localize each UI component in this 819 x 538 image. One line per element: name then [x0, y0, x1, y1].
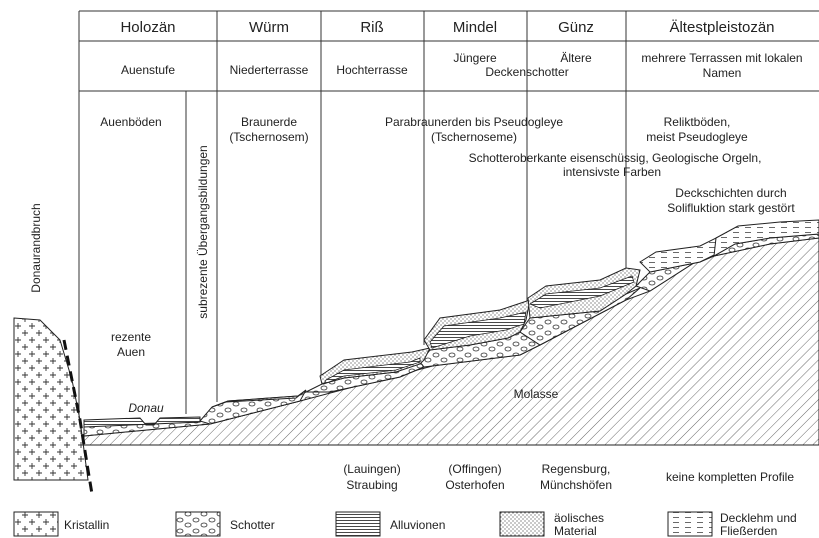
period-mindel: Mindel [453, 19, 497, 36]
soil-auenboeden: Auenböden [100, 115, 161, 129]
alluvionen-riss [323, 357, 421, 385]
terrace-mehrere-1: mehrere Terrassen mit lokalen [641, 51, 802, 65]
period-aeltestpleistozaen: Ältestpleistozän [669, 19, 774, 36]
note-schotteroberkante-2: intensivste Farben [563, 165, 661, 179]
legend-label-schotter: Schotter [230, 518, 275, 532]
site-lauingen-1: (Lauingen) [343, 462, 400, 476]
soil-parabraun-1: Parabraunerden bis Pseudogleye [385, 115, 563, 129]
alluvionen-guenz [529, 275, 635, 309]
label-donau: Donau [128, 401, 164, 415]
period-riss: Riß [360, 19, 383, 36]
legend-label-aeolisch-1: äolisches [554, 511, 604, 525]
note-deckschichten-1: Deckschichten durch [675, 186, 786, 200]
soil-parabraun-2: (Tschernoseme) [431, 130, 517, 144]
note-rezente-auen-2: Auen [117, 345, 145, 359]
terrace-auenstufe: Auenstufe [121, 63, 175, 77]
legend-swatch-decklehm [667, 511, 713, 537]
site-offingen-2: Osterhofen [445, 478, 504, 492]
legend-swatch-kristallin [13, 511, 59, 537]
soil-braunerde-2: (Tschernosem) [229, 130, 308, 144]
terrace-hochterrasse: Hochterrasse [336, 63, 408, 77]
alluvionen-donau [83, 416, 201, 428]
period-wuerm: Würm [249, 19, 289, 36]
terrace-niederterrasse: Niederterrasse [230, 63, 309, 77]
label-molasse: Molasse [514, 387, 559, 401]
alluvionen-mindel [429, 311, 527, 349]
cross-section [13, 219, 819, 495]
note-deckschichten-2: Solifluktion stark gestört [667, 201, 795, 215]
legend-swatch-schotter [175, 511, 221, 537]
soil-relikt-2: meist Pseudogleye [646, 130, 748, 144]
period-guenz: Günz [558, 19, 594, 36]
header-grid [78, 10, 819, 420]
kristallin-block [13, 317, 89, 481]
label-donaurandbruch: Donaurandbruch [29, 203, 43, 292]
site-regensburg-2: Münchshöfen [540, 478, 612, 492]
site-keine-profile: keine kompletten Profile [666, 470, 794, 484]
terrace-aeltere: Ältere [560, 51, 592, 65]
site-lauingen-2: Straubing [346, 478, 397, 492]
soil-relikt-1: Reliktböden, [664, 115, 731, 129]
deck-aeltest-2 [713, 219, 819, 257]
terrace-deckenschotter: Deckenschotter [485, 65, 568, 79]
deck-wuerm [211, 389, 307, 408]
terrace-mehrere-2: Namen [703, 66, 742, 80]
legend-label-aeolisch-2: Material [554, 524, 597, 538]
site-offingen-1: (Offingen) [448, 462, 501, 476]
legend-label-kristallin: Kristallin [64, 518, 109, 532]
terrace-juengere: Jüngere [453, 51, 497, 65]
period-holozaen: Holozän [120, 19, 175, 36]
site-regensburg-1: Regensburg, [542, 462, 611, 476]
legend-label-decklehm-1: Decklehm und [720, 511, 797, 525]
note-schotteroberkante-1: Schotteroberkante eisenschüssig, Geologi… [469, 151, 762, 165]
soil-braunerde-1: Braunerde [241, 115, 297, 129]
legend-label-decklehm-2: Fließerden [720, 524, 777, 538]
donaurandbruch-fault [62, 339, 94, 495]
soil-uebergangsbildungen: subrezente Übergangsbildungen [196, 145, 210, 318]
legend: Kristallin Schotter Alluvionen äolisches… [13, 511, 797, 538]
legend-swatch-aeolisch [499, 511, 545, 537]
legend-label-alluvionen: Alluvionen [390, 518, 445, 532]
note-rezente-auen-1: rezente [111, 330, 151, 344]
legend-swatch-alluvionen [335, 511, 381, 537]
